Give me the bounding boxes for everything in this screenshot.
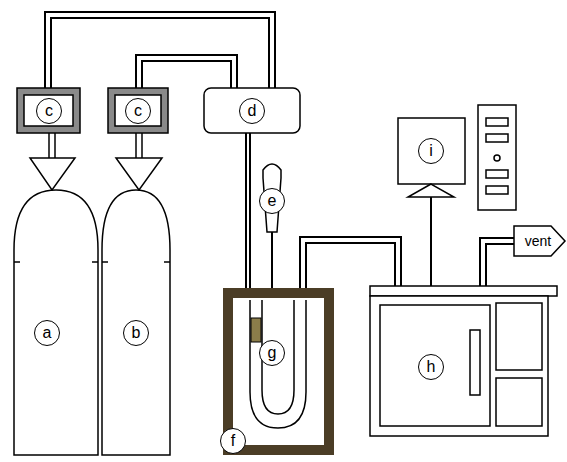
mixer-box [204, 88, 300, 133]
callout-number: b [123, 320, 149, 346]
gas-cylinders [14, 133, 170, 455]
catalyst-bed [251, 318, 261, 342]
callout-number: f [220, 428, 246, 454]
callout-number: e [259, 188, 285, 214]
outlet-label: vent [525, 232, 551, 250]
regulators [17, 88, 168, 133]
callout-number: a [34, 320, 60, 346]
callout-number: g [259, 340, 285, 366]
furnace [228, 293, 329, 450]
callout-number: d [239, 98, 265, 124]
computer [398, 105, 516, 210]
callout-number: h [418, 354, 444, 380]
analyzer [370, 286, 557, 436]
callout-number: c [36, 98, 62, 124]
vent-arrow [514, 226, 565, 256]
callout-number: i [418, 138, 444, 164]
u-tube-reactor [250, 300, 306, 428]
callout-number: c [125, 98, 151, 124]
